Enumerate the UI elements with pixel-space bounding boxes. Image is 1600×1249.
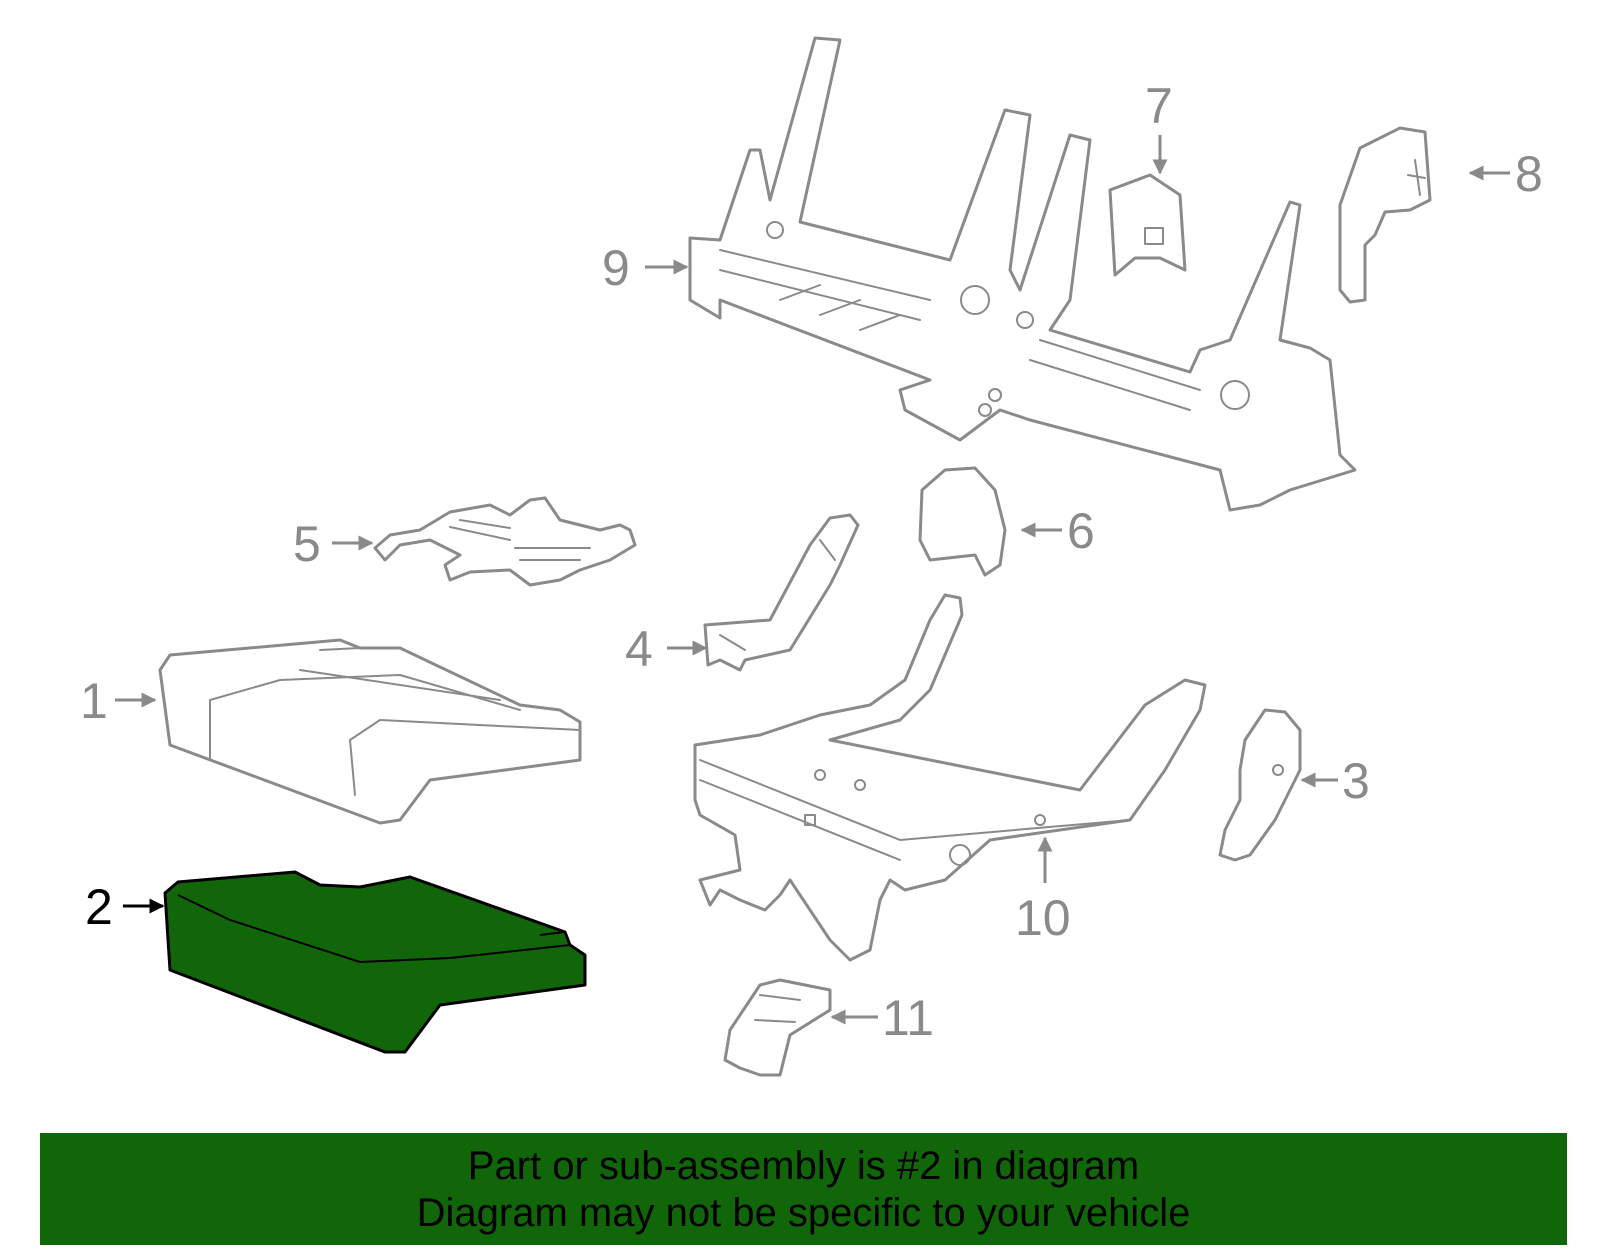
- part-7-bracket: [1108, 173, 1187, 277]
- part-9-seat-back-frame: [688, 36, 1357, 512]
- part-5-spring-wire: [373, 496, 637, 587]
- part-11-bracket: [723, 978, 832, 1077]
- info-banner: Part or sub-assembly is #2 in diagram Di…: [40, 1133, 1567, 1245]
- callout-7[interactable]: 7: [1145, 78, 1173, 134]
- callout-11[interactable]: 11: [882, 990, 934, 1046]
- callout-1[interactable]: 1: [80, 673, 108, 729]
- part-3-bracket: [1218, 708, 1302, 862]
- part-10-seat-cushion-frame: [693, 593, 1207, 962]
- part-6-cover: [918, 466, 1007, 577]
- callout-4[interactable]: 4: [625, 621, 653, 677]
- part-8-cover: [1338, 126, 1432, 304]
- callout-3[interactable]: 3: [1342, 753, 1370, 809]
- part-2-seat-pad: [163, 870, 587, 1054]
- callout-9[interactable]: 9: [602, 240, 630, 296]
- callout-2[interactable]: 2: [85, 879, 113, 935]
- callout-labels: 1 2 3 4 5 6 7 8 9 10 11: [80, 78, 1543, 1046]
- callout-10[interactable]: 10: [1015, 890, 1071, 946]
- callout-6[interactable]: 6: [1067, 503, 1095, 559]
- callout-8[interactable]: 8: [1515, 146, 1543, 202]
- callout-arrows: [115, 135, 1510, 1025]
- part-4-bracket: [703, 513, 860, 672]
- part-1-seat-cushion: [158, 638, 582, 825]
- callout-5[interactable]: 5: [293, 516, 321, 572]
- banner-line-1: Part or sub-assembly is #2 in diagram: [467, 1144, 1140, 1188]
- banner-line-2: Diagram may not be specific to your vehi…: [416, 1191, 1191, 1235]
